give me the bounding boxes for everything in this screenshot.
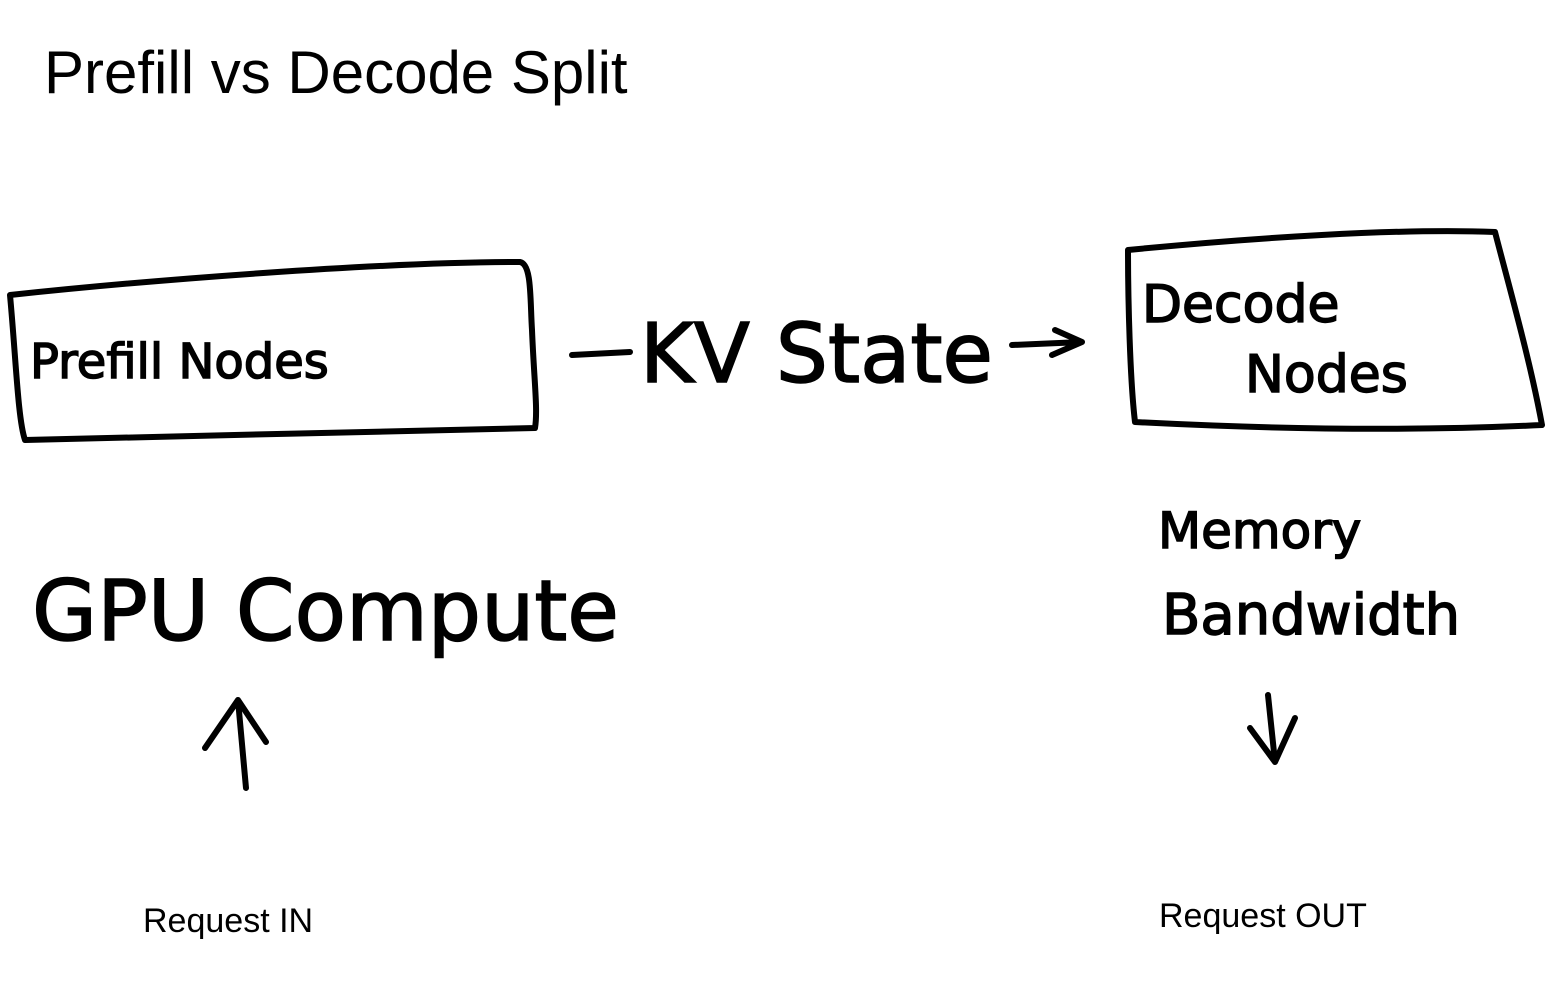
gpu-compute-note: GPU Compute [32, 562, 619, 660]
decode-node-label-line1: Decode [1142, 275, 1339, 335]
request-out-label: Request OUT [1159, 897, 1367, 935]
decode-node-box [1125, 228, 1545, 432]
prefill-node-box [7, 259, 540, 443]
request-out-arrow [1247, 692, 1298, 765]
prefill-node-label: Prefill Nodes [30, 334, 329, 390]
request-in-arrow [202, 697, 269, 791]
request-in-label: Request IN [143, 902, 314, 940]
memory-note-line1: Memory [1158, 502, 1361, 560]
kv-state-arrow [569, 327, 1085, 358]
kv-state-label: KV State [640, 307, 993, 402]
bandwidth-note-line2: Bandwidth [1162, 583, 1460, 648]
decode-node-label-line2: Nodes [1245, 345, 1408, 405]
page-title: Prefill vs Decode Split [44, 39, 628, 106]
